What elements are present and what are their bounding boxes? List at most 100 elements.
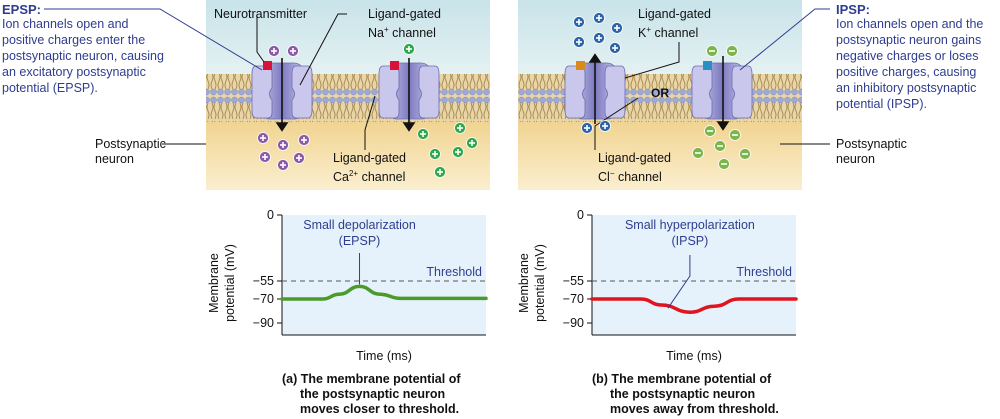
positive-ion-icon: [581, 122, 593, 134]
label-text: channel: [388, 26, 436, 41]
label-line: neuron: [836, 152, 875, 166]
positive-ion-icon: [434, 166, 446, 178]
ipsp-membrane-panel: [518, 0, 802, 190]
curve-annotation: Small depolarization(EPSP): [303, 218, 416, 285]
negative-ion-icon: [692, 147, 704, 159]
threshold-label: Threshold: [426, 265, 482, 279]
neurotransmitter-icon: [576, 61, 585, 70]
y-axis-label: Membrane: [207, 253, 221, 313]
description-line: Ion channels open and the: [836, 17, 984, 31]
positive-ion-icon: [611, 22, 623, 34]
label-line: Ligand-gated: [333, 151, 406, 165]
plot-area: [592, 215, 796, 335]
neurotransmitter-icon: [263, 61, 272, 70]
label-text: channel: [651, 26, 699, 41]
lipid-bilayer: [206, 74, 490, 122]
neurotransmitter-icon: [703, 61, 712, 70]
positive-ion-icon: [287, 45, 299, 57]
description-line: positive charges, causing: [836, 65, 977, 79]
description-line: positive charges enter the: [2, 33, 146, 47]
description-line: an excitatory postsynaptic: [2, 65, 146, 79]
neurotransmitter-label: Neurotransmitter: [214, 7, 308, 21]
plot-area: [282, 215, 486, 335]
chart-caption: (b) The membrane potential of: [592, 372, 772, 386]
ipsp-description: Ion channels open and the postsynaptic n…: [836, 16, 1000, 112]
y-axis-label: potential (mV): [223, 244, 237, 322]
ion-charge: +: [383, 25, 389, 34]
positive-ion-icon: [466, 137, 478, 149]
y-tick-label: −90: [563, 316, 584, 330]
description-leader-lines: [44, 8, 830, 71]
positive-ion-icon: [277, 139, 289, 151]
label-text: channel: [358, 170, 406, 185]
leader-lines: [162, 13, 830, 150]
y-tick-label: 0: [577, 208, 584, 222]
description-line: potential (EPSP).: [2, 81, 98, 95]
negative-ion-icon: [739, 148, 751, 160]
cytoplasm: [518, 110, 802, 190]
positive-ion-icon: [599, 120, 611, 132]
positive-ion-icon: [429, 148, 441, 160]
description-line: an inhibitory postsynaptic: [836, 81, 977, 95]
y-tick-label: −70: [563, 292, 584, 306]
negative-ion-icon: [714, 140, 726, 152]
label-line: Postsynaptic: [836, 137, 907, 151]
threshold-label: Threshold: [736, 265, 792, 279]
postsynaptic-neuron-label: Postsynaptic neuron: [95, 137, 166, 167]
k-channel-label: Ligand-gated K+ channel: [638, 7, 711, 41]
ion-symbol: Cl: [598, 170, 610, 185]
chart-caption: the postsynaptic neuron: [300, 387, 445, 401]
ion-symbol: Ca: [333, 170, 349, 185]
ligand-gated-channel: [691, 61, 753, 120]
chart-caption: (a) The membrane potential of: [282, 372, 461, 386]
positive-ion-icon: [293, 152, 305, 164]
chart-caption: moves away from threshold.: [610, 402, 779, 416]
ipsp-title: IPSP:: [836, 2, 870, 17]
chart-caption: moves closer to threshold.: [300, 402, 459, 416]
extracellular-space: [518, 0, 802, 78]
negative-ion-icon: [706, 45, 718, 57]
x-axis-label: Time (ms): [666, 349, 722, 363]
label-line: neuron: [95, 152, 134, 166]
positive-ion-icon: [298, 134, 310, 146]
y-tick-label: −55: [253, 274, 274, 288]
ion-flow-arrows: [275, 53, 730, 132]
annotation-text: (EPSP): [339, 234, 381, 248]
x-axis-label: Time (ms): [356, 349, 412, 363]
annotation-text: (IPSP): [672, 234, 709, 248]
negative-ion-icon: [704, 125, 716, 137]
description-line: postsynaptic neuron gains: [836, 33, 982, 47]
postsynaptic-neuron-label: Postsynaptic neuron: [836, 137, 907, 167]
label-line: Ligand-gated: [368, 7, 441, 21]
label-text: channel: [614, 170, 662, 185]
label-line: Ligand-gated: [598, 151, 671, 165]
y-tick-label: −90: [253, 316, 274, 330]
cl-channel-label: Ligand-gated Cl− channel: [598, 151, 671, 185]
negative-ion-icon: [726, 45, 738, 57]
y-tick-label: 0: [267, 208, 274, 222]
description-line: postsynaptic neuron, causing: [2, 49, 164, 63]
description-line: negative charges or loses: [836, 49, 979, 63]
neurotransmitter-icon: [390, 61, 399, 70]
ion-charge: −: [609, 169, 615, 178]
positive-ion-icon: [277, 159, 289, 171]
positive-ion-icon: [452, 146, 464, 158]
description-line: potential (IPSP).: [836, 97, 928, 111]
positive-ion-icon: [454, 122, 466, 134]
positive-ion-icon: [593, 32, 605, 44]
positive-ion-icon: [257, 132, 269, 144]
epsp-membrane-panel: [206, 0, 490, 190]
y-axis-label: Membrane: [517, 253, 531, 313]
potential-curve: [590, 297, 798, 314]
ion-charge: +: [646, 25, 652, 34]
positive-ion-icon: [268, 45, 280, 57]
na-channel-label: Ligand-gated Na+ channel: [368, 7, 441, 41]
positive-ion-icon: [403, 43, 415, 55]
positive-ion-icon: [417, 128, 429, 140]
positive-ion-icon: [573, 36, 585, 48]
annotation-text: Small hyperpolarization: [625, 218, 755, 232]
